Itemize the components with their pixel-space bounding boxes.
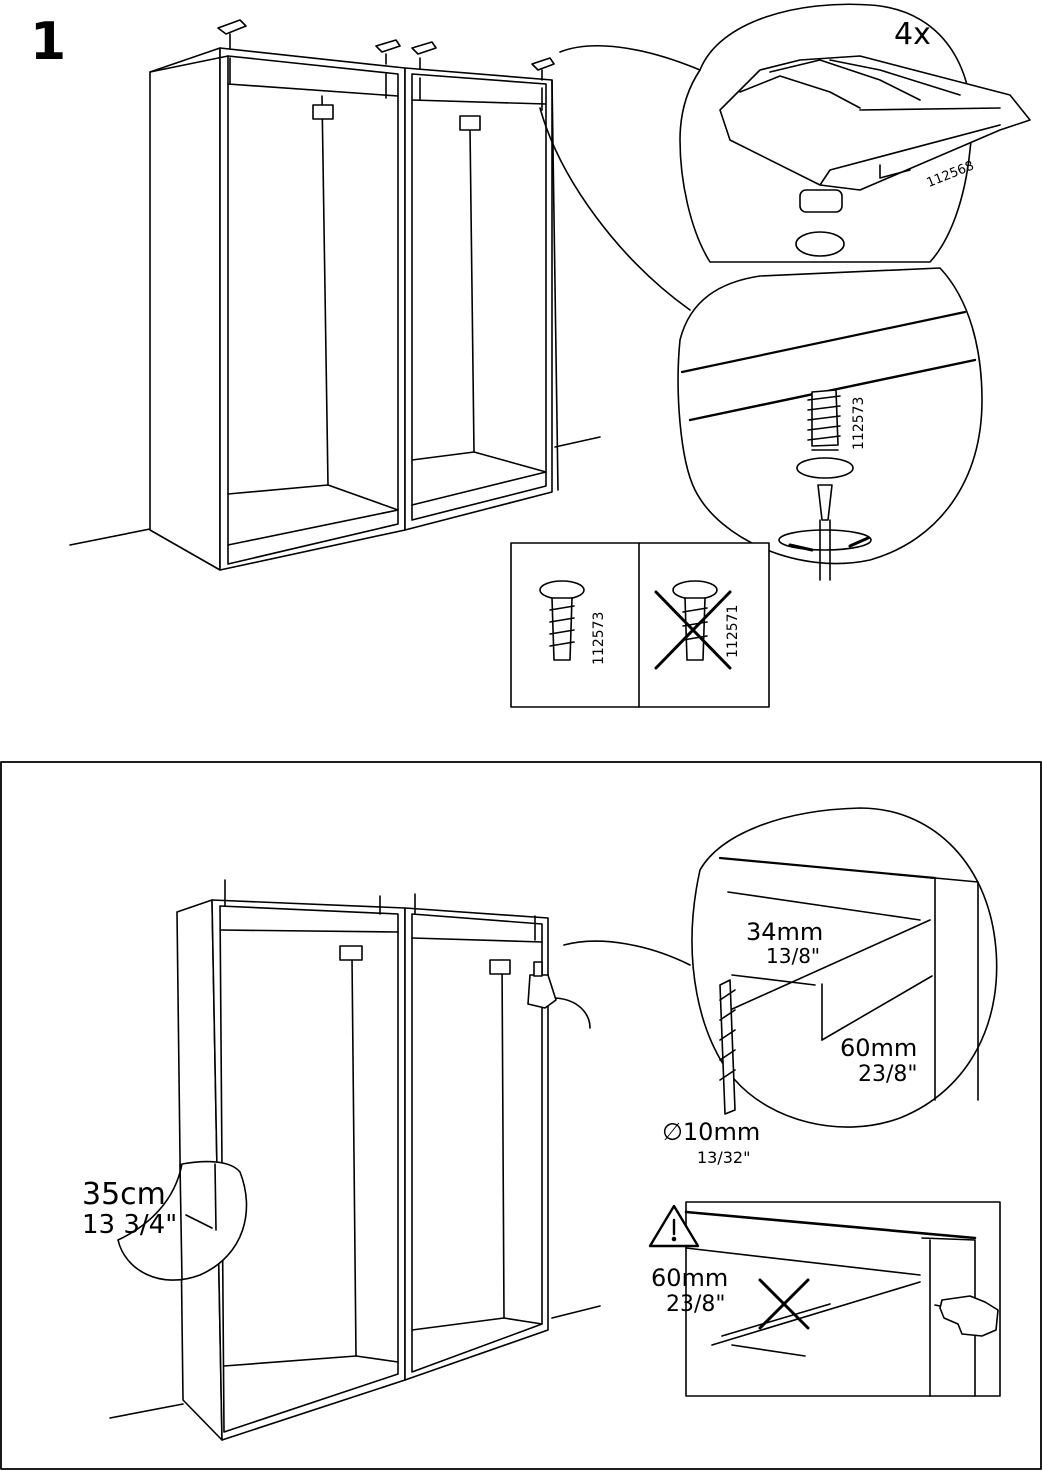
screwdriver-icon <box>778 484 872 581</box>
drill-offset-mm: 34mm <box>746 918 824 946</box>
screw-icon <box>796 389 854 479</box>
side-measure-callout <box>117 1160 248 1281</box>
dimension-line <box>821 975 933 1041</box>
screw-part-number: 112573 <box>851 396 867 450</box>
side-distance-in: 13 3/4" <box>82 1210 178 1240</box>
wardrobe-frame-left <box>149 47 406 571</box>
drill-offset-in: 13/8" <box>766 944 821 968</box>
drill-diameter-in: 13/32" <box>697 1148 751 1167</box>
wardrobe-frame-right <box>404 893 549 1381</box>
wrong-screw-part-number: 112571 <box>725 604 741 658</box>
warning-box <box>684 1201 1001 1397</box>
wardrobe-frame-left <box>176 879 406 1441</box>
quantity-label: 4x <box>894 17 931 52</box>
glide-detail-callout <box>679 3 1031 263</box>
floor-line <box>554 436 601 448</box>
screw-comparison-box <box>510 542 770 708</box>
floor-line <box>109 1403 184 1419</box>
callout-line <box>559 45 701 71</box>
drill-diameter: ∅10mm <box>662 1118 761 1146</box>
bottom-panel-border <box>0 761 1042 1470</box>
floor-line <box>551 1305 601 1319</box>
callout-line <box>539 107 691 311</box>
dimension-line <box>731 974 816 986</box>
side-distance-cm: 35cm <box>82 1177 166 1212</box>
depth-mm: 60mm <box>840 1034 918 1062</box>
warning-depth-mm: 60mm <box>651 1264 729 1292</box>
wardrobe-frame-right <box>404 67 559 531</box>
warning-icon <box>648 1204 700 1248</box>
warning-depth-in: 23/8" <box>666 1292 726 1317</box>
depth-in: 23/8" <box>858 1062 918 1087</box>
pointing-hand-icon <box>934 1295 999 1337</box>
step-number: 1 <box>30 12 67 72</box>
callout-line <box>563 940 691 966</box>
drill-detail-callout <box>691 807 998 1128</box>
correct-screw-part-number: 112573 <box>591 611 607 665</box>
glide-parts-top <box>217 19 555 111</box>
floor-line <box>69 527 156 546</box>
screw-detail-callout <box>677 267 983 581</box>
drill-icon <box>527 961 591 1029</box>
